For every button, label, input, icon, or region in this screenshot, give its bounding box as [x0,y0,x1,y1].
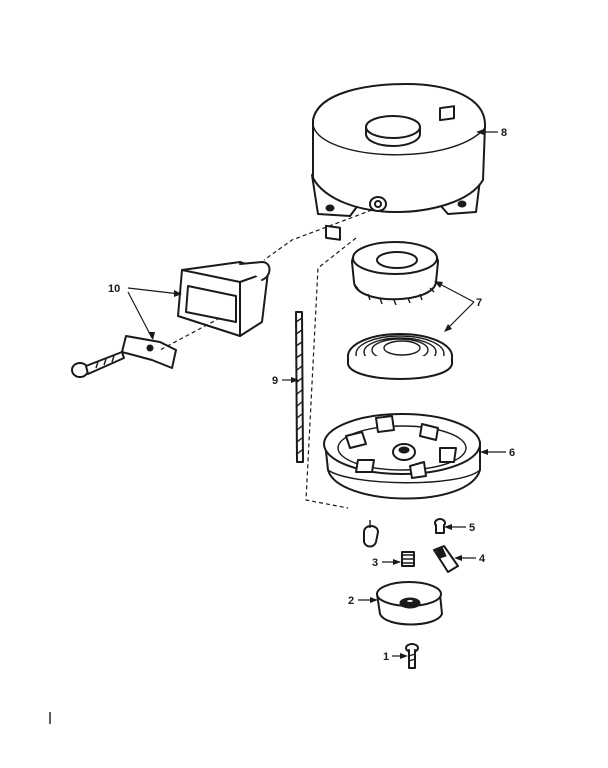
svg-text:7: 7 [476,297,482,309]
svg-text:1: 1 [383,651,389,663]
callout-2: 2 [348,595,378,607]
assembly-line-rope-to-housing [263,209,373,261]
callout-9: 9 [272,375,299,387]
callout-6: 6 [480,447,515,459]
retainer-cup [376,581,443,626]
callout-8: 8 [476,127,507,139]
starter-pawl [433,545,459,573]
callout-3: 3 [372,557,401,569]
callout-5: 5 [444,522,475,534]
recoil-spring [347,333,453,380]
svg-text:8: 8 [501,127,507,139]
svg-text:3: 3 [372,557,378,569]
assembly-line-handle-to-clip [159,317,221,351]
assembly-line-pulley [305,237,357,509]
starter-handle [177,261,271,337]
shoulder-screw [405,643,419,669]
callout-10: 10 [108,283,182,340]
rope-pulley [323,413,481,500]
callout-1: 1 [383,651,408,663]
callout-4: 4 [454,553,486,565]
starter-housing [311,83,487,241]
spring-retainer [351,241,439,306]
handle-clip [121,335,177,369]
callout-7: 7 [434,281,482,332]
pawl-spring [401,551,415,567]
svg-text:9: 9 [272,375,278,387]
clip-screw [71,351,125,378]
starter-rope [295,311,304,463]
svg-text:6: 6 [509,447,515,459]
svg-text:4: 4 [479,553,486,565]
svg-text:2: 2 [348,595,354,607]
svg-text:5: 5 [469,522,475,534]
pawl-screw [434,518,446,534]
center-screw [363,520,379,548]
svg-text:10: 10 [108,283,120,295]
